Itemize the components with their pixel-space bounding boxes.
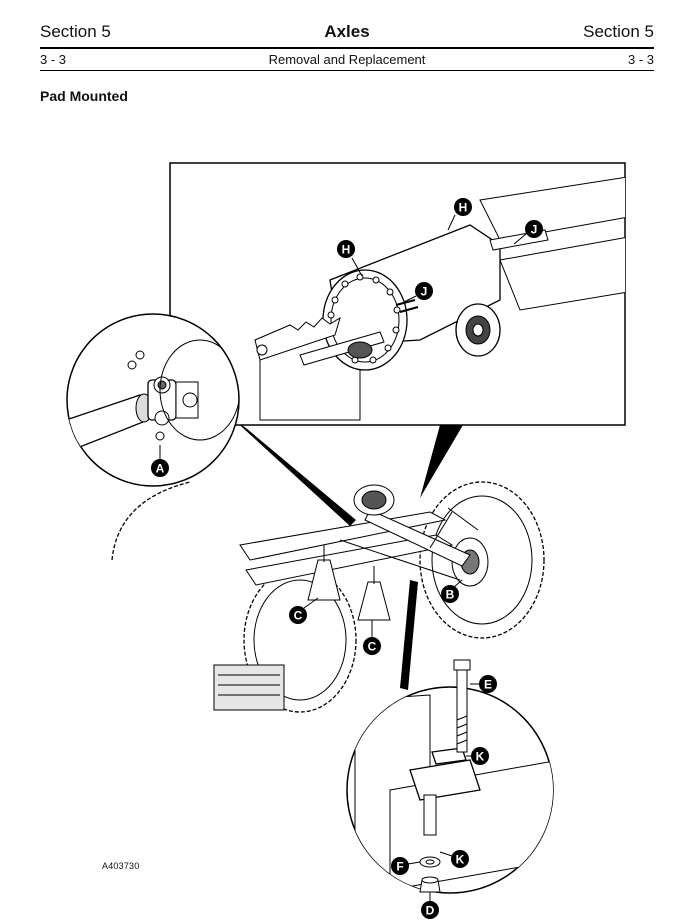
callout-j-2: J bbox=[415, 282, 433, 300]
svg-text:H: H bbox=[342, 243, 351, 257]
page-header: Section 5 Axles Section 5 bbox=[40, 22, 654, 48]
svg-text:C: C bbox=[294, 609, 303, 623]
detail-leader-top bbox=[420, 425, 463, 498]
page-subheader: 3 - 3 Removal and Replacement 3 - 3 bbox=[40, 52, 654, 70]
detail-leader-left bbox=[232, 418, 356, 526]
main-view bbox=[111, 481, 545, 713]
header-rule bbox=[40, 47, 654, 49]
svg-text:K: K bbox=[476, 750, 485, 764]
callout-h-1: H bbox=[454, 198, 472, 216]
svg-text:J: J bbox=[531, 223, 538, 237]
detail-left-drawing bbox=[67, 339, 239, 451]
svg-text:C: C bbox=[368, 640, 377, 654]
page-number-right: 3 - 3 bbox=[627, 52, 654, 67]
svg-text:A: A bbox=[156, 462, 165, 476]
svg-text:D: D bbox=[426, 904, 435, 918]
subheader-title: Removal and Replacement bbox=[268, 52, 426, 67]
page-number-left: 3 - 3 bbox=[40, 52, 67, 67]
callout-b: B bbox=[441, 585, 459, 603]
header-section-left: Section 5 bbox=[40, 22, 111, 41]
callout-h-2: H bbox=[337, 240, 355, 258]
callout-e: E bbox=[479, 675, 497, 693]
header-section-right: Section 5 bbox=[583, 22, 654, 41]
callouts: A B C C E K bbox=[151, 198, 543, 919]
callout-d: D bbox=[421, 901, 439, 919]
callout-k-1: K bbox=[471, 747, 489, 765]
detail-leader-bottom bbox=[400, 580, 418, 690]
callout-c-1: C bbox=[289, 606, 307, 624]
figure-code: A403730 bbox=[102, 861, 140, 871]
callout-f: F bbox=[391, 857, 409, 875]
svg-text:J: J bbox=[421, 285, 428, 299]
svg-text:F: F bbox=[396, 860, 403, 874]
section-heading: Pad Mounted bbox=[40, 88, 128, 104]
callout-a: A bbox=[151, 459, 169, 477]
svg-text:E: E bbox=[484, 678, 492, 692]
bolt-e bbox=[453, 659, 471, 753]
callout-c-2: C bbox=[363, 637, 381, 655]
hardware-f-d bbox=[419, 856, 441, 893]
svg-text:K: K bbox=[456, 853, 465, 867]
svg-text:H: H bbox=[459, 201, 468, 215]
callout-k-2: K bbox=[451, 850, 469, 868]
callout-j-1: J bbox=[525, 220, 543, 238]
svg-text:B: B bbox=[446, 588, 455, 602]
header-title: Axles bbox=[324, 22, 370, 41]
subheader-rule bbox=[40, 70, 654, 71]
